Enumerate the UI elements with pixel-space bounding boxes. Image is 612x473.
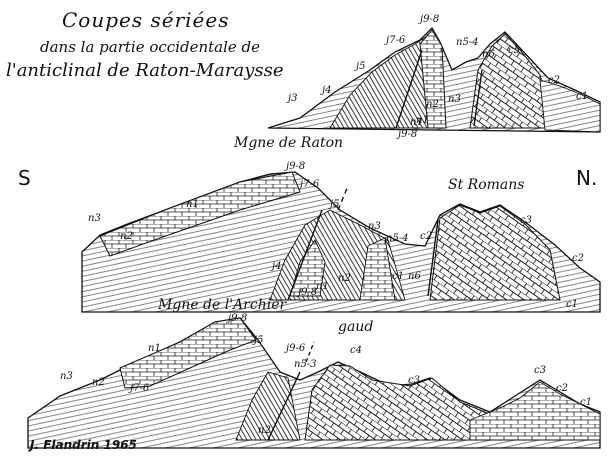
south-label: S [18, 166, 31, 190]
s2-label-c2-left: c2 [420, 231, 432, 242]
s2-label-n1: n1 [186, 199, 199, 210]
s1-label-j4: j4 [322, 85, 332, 96]
s1-label-c1: c1 [576, 91, 588, 102]
s3-label-n5-3: n5-3 [294, 359, 317, 370]
s2-label-j5: j5 [330, 199, 340, 210]
s1-label-n6: n6 [482, 49, 495, 60]
s1-label-n3: n3 [448, 94, 461, 105]
s2-label-j9-8-lower: j9-8 [298, 287, 318, 298]
s2-label-j7-6: j7-6 [300, 179, 320, 190]
cross-section-2 [81, 171, 601, 313]
figure-title: Coupes sériées [62, 8, 230, 32]
s2-label-n2-lower: n2 [338, 273, 351, 284]
s2-label-j9-8: j9-8 [286, 161, 306, 172]
s3-label-c4: c4 [350, 345, 362, 356]
s2-label-n3-right: n3 [368, 221, 381, 232]
author-credit: J. Flandrin 1965 [30, 438, 137, 452]
s3-label-j9-6: j9-6 [286, 343, 306, 354]
s3-label-n3: n3 [60, 371, 73, 382]
s2-label-n5-4: n5-4 [386, 233, 409, 244]
s1-label-j7-6: j7-6 [386, 35, 406, 46]
north-label: N. [576, 166, 598, 190]
place-mgne-de-raton: Mgne de Raton [234, 135, 344, 151]
s3-label-c3-right: c3 [534, 365, 546, 376]
s2-label-j4: j4 [272, 261, 282, 272]
s1-label-j5: j5 [356, 61, 366, 72]
s2-label-c1-left: c1 [392, 271, 404, 282]
s1-label-j9-8-lower: j9-8 [398, 129, 418, 140]
s3-label-n2-lower: n2 [258, 425, 271, 436]
s3-label-j7-6: j7-6 [130, 383, 150, 394]
place-st-romans: St Romans [448, 177, 525, 193]
s3-label-j9-8: j9-8 [228, 313, 248, 324]
s2-label-n6: n6 [408, 271, 421, 282]
s2-label-c2: c2 [572, 253, 584, 264]
s2-label-n3: n3 [88, 213, 101, 224]
cross-section-3 [27, 317, 601, 449]
figure-subtitle: dans la partie occidentale de [40, 38, 261, 56]
s3-label-j5: j5 [254, 335, 264, 346]
s2-label-c1: c1 [566, 299, 578, 310]
s1-label-n1: n1 [410, 117, 423, 128]
place-mgne-de-l-archier: Mgne de l'Archier [158, 297, 287, 313]
s1-label-c2: c2 [548, 75, 560, 86]
s2-label-n1-lower: n1 [316, 281, 329, 292]
s2-label-n2: n2 [120, 231, 133, 242]
s2-label-c3: c3 [520, 215, 532, 226]
s3-label-c2: c2 [556, 383, 568, 394]
place-gaud: gaud [338, 319, 374, 335]
s1-label-n5-4: n5-4 [456, 37, 479, 48]
s3-label-c3-left: c3 [408, 375, 420, 386]
cross-section-1 [267, 26, 601, 133]
s3-label-n2: n2 [92, 377, 105, 388]
s1-label-c3: c3 [508, 45, 520, 56]
s1-label-n2: n2 [426, 99, 439, 110]
s1-label-j9-8: j9-8 [420, 14, 440, 25]
s3-label-c1: c1 [580, 397, 592, 408]
s1-label-n1-lower: n1 [416, 115, 429, 126]
figure-subtitle-2: l'anticlinal de Raton-Maraysse [6, 60, 284, 81]
s3-label-n1: n1 [148, 343, 161, 354]
s1-label-j3: j3 [288, 93, 298, 104]
